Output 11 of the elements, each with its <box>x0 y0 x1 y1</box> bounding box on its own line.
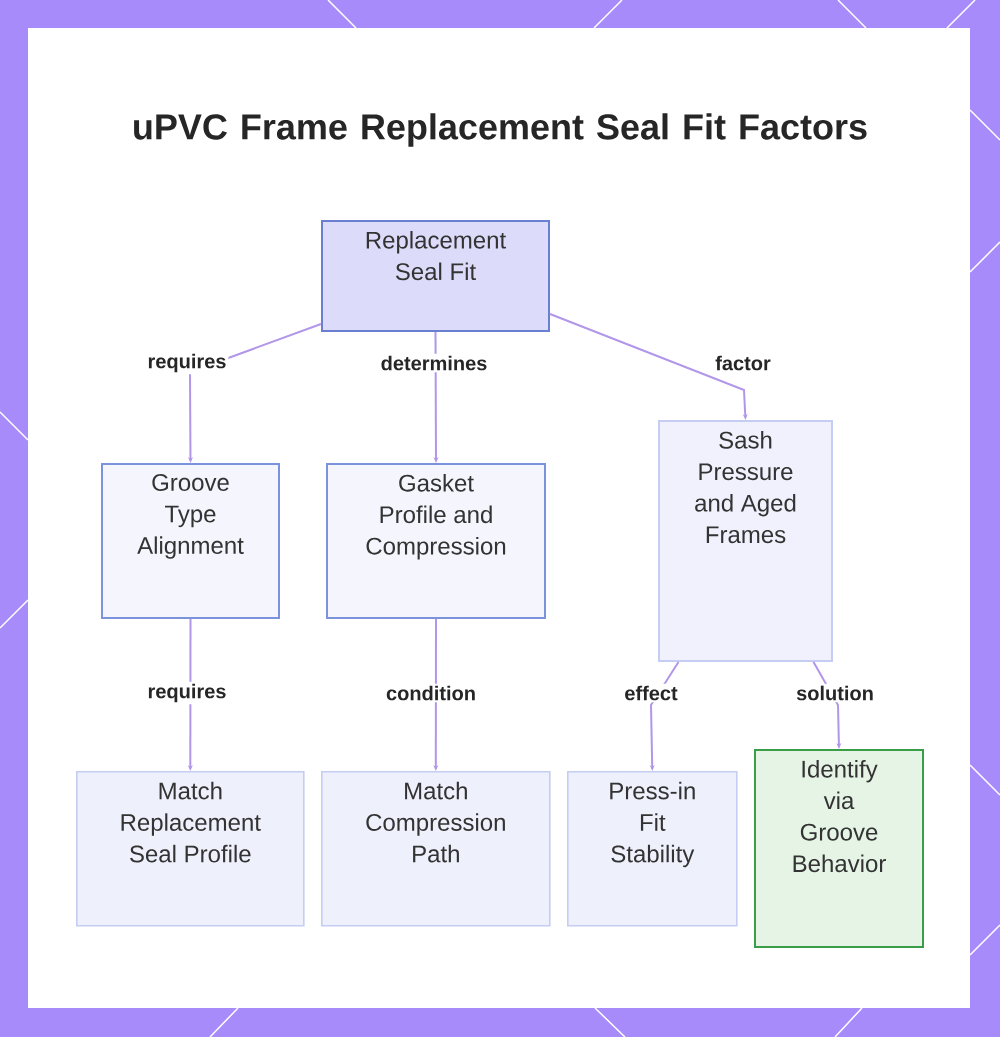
root-box: Replacement Seal Fit <box>321 220 550 332</box>
outcome-box: Identify via Groove Behavior <box>754 749 924 948</box>
outcome-box: Match Replacement Seal Profile <box>76 771 305 927</box>
outcome-box: Press-in Fit Stability <box>567 771 738 927</box>
factor-box: Groove Type Alignment <box>101 463 280 619</box>
factor-box: Gasket Profile and Compression <box>326 463 546 619</box>
outcome-box: Match Compression Path <box>321 771 551 927</box>
arrow <box>549 313 748 420</box>
factor-box: Sash Pressure and Aged Frames <box>658 420 833 662</box>
arrow <box>433 618 439 771</box>
title: uPVC Frame Replacement Seal Fit Factors <box>134 113 867 147</box>
